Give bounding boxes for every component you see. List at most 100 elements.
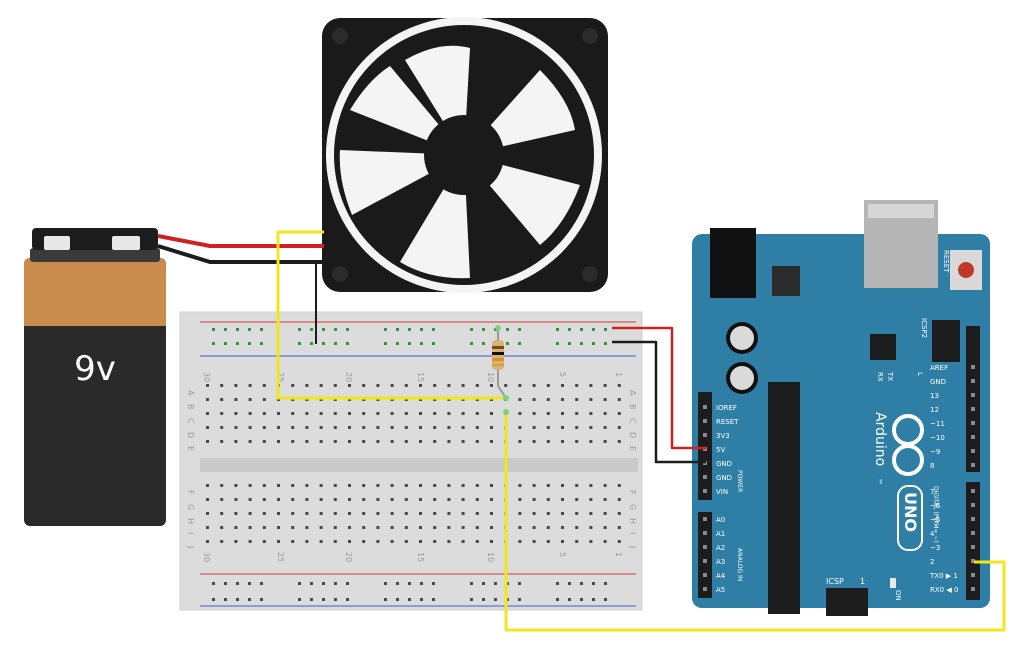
breadboard-hole [277,540,280,543]
breadboard-hole [262,526,266,529]
breadboard-hole [432,582,435,585]
battery-black-wire [157,244,324,264]
pin-label: AREF [930,364,948,372]
breadboard-hole [589,484,593,487]
pin-label: ~11 [930,420,945,428]
breadboard-hole [575,398,579,401]
breadboard-hole [248,384,252,387]
breadboard-hole [603,398,607,401]
breadboard-hole [234,412,238,415]
breadboard-hole [470,342,473,345]
breadboard-hole [419,512,422,515]
breadboard-hole [206,412,209,415]
column-number: 20 [344,552,353,562]
header-pin [971,489,975,493]
bottom-rail-holes [212,582,607,601]
l-label: L [916,372,924,376]
breadboard-hole [461,498,465,501]
breadboard-hole [592,342,595,345]
breadboard-hole [433,526,437,529]
row-letter: H [628,518,637,524]
breadboard-hole [298,582,301,585]
header-pin [703,531,707,535]
breadboard-hole [376,526,380,529]
header-pin [703,573,707,577]
breadboard-hole [617,426,621,429]
fan-icon [322,17,608,293]
breadboard-hole [348,484,351,487]
breadboard-hole [234,426,238,429]
breadboard-hole [390,526,394,529]
breadboard-hole [305,498,309,501]
breadboard-hole [603,440,607,443]
breadboard-hole [561,440,564,443]
breadboard-hole [617,440,621,443]
breadboard-hole [490,498,493,501]
breadboard-hole [310,328,313,331]
analog-header-label: ANALOG IN [736,548,743,581]
breadboard-hole [518,582,521,585]
row-letter: F [186,490,195,495]
breadboard-hole [603,426,607,429]
breadboard-hole [322,598,325,601]
row-letter: H [186,518,195,524]
header-pin [703,587,707,591]
breadboard-hole [490,484,493,487]
header-pin [971,421,975,425]
breadboard-hole [589,426,593,429]
breadboard-hole [348,526,351,529]
breadboard-hole [260,328,263,331]
breadboard-hole [603,540,607,543]
breadboard-hole [346,328,349,331]
breadboard-hole [346,582,349,585]
breadboard-hole [603,498,607,501]
breadboard-hole [604,598,607,601]
header-pin [971,587,975,591]
breadboard-hole [404,484,408,487]
breadboard-hole [390,498,394,501]
breadboard-hole [220,412,224,415]
breadboard-hole [475,498,479,501]
breadboard-hole [461,540,465,543]
row-letter: A [186,390,195,396]
breadboard-hole [319,426,323,429]
breadboard-hole [277,426,280,429]
breadboard-hole [262,498,266,501]
breadboard-hole [248,328,251,331]
breadboard-hole [404,526,408,529]
header-pin [703,517,707,521]
breadboard-hole [220,384,224,387]
breadboard-hole [260,598,263,601]
row-letter: B [186,404,195,410]
breadboard-hole [333,426,337,429]
breadboard-hole [470,582,473,585]
breadboard-hole [561,484,564,487]
digital-header-label: DIGITAL (PWM= ~) [932,486,939,543]
pin-label: VIN [716,488,728,496]
breadboard-hole [322,328,325,331]
breadboard-hole [305,440,309,443]
breadboard-hole [262,540,266,543]
breadboard-hole [475,384,479,387]
breadboard-hole [433,440,437,443]
breadboard-hole [447,526,451,529]
breadboard-hole [575,512,579,515]
breadboard-hole [404,512,408,515]
breadboard-hole [236,342,239,345]
breadboard-hole [475,484,479,487]
row-letter: I [186,532,195,534]
breadboard-hole [433,484,437,487]
breadboard-hole [291,412,295,415]
breadboard-hole [561,398,564,401]
column-number: 15 [416,372,425,382]
breadboard-hole [532,526,536,529]
breadboard-hole [291,484,295,487]
breadboard-hole [603,412,607,415]
breadboard-hole [482,582,485,585]
breadboard-hole [546,440,550,443]
breadboard-hole [575,426,579,429]
breadboard-hole [319,512,323,515]
pin-label: GND [716,474,732,482]
